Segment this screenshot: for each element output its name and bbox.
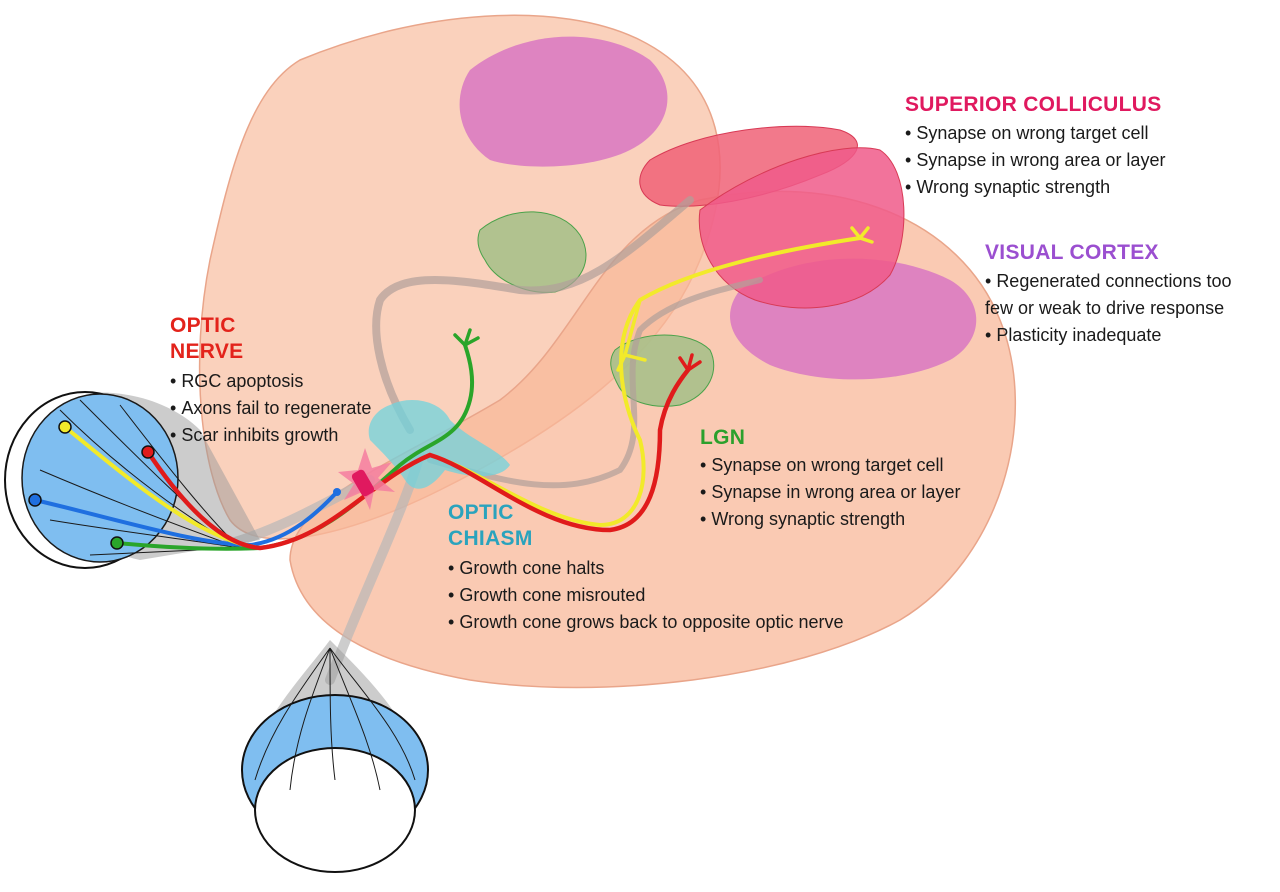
optic-nerve-title-line2: NERVE bbox=[170, 340, 244, 363]
list-item: Synapse on wrong target cell bbox=[700, 452, 960, 479]
list-item: Wrong synaptic strength bbox=[905, 174, 1165, 201]
visual-cortex-left bbox=[459, 36, 668, 167]
injury-scar bbox=[351, 469, 375, 497]
visual-cortex-title: VISUAL CORTEX bbox=[985, 241, 1159, 264]
red-growth-cone bbox=[678, 353, 702, 372]
blue-axon-cell bbox=[28, 493, 42, 507]
yellow-growth-cone-lgn bbox=[616, 298, 647, 372]
optic-chiasm-title-line2: CHIASM bbox=[448, 527, 533, 550]
list-item: Growth cone halts bbox=[448, 555, 844, 582]
list-item: Plasticity inadequate bbox=[985, 322, 1161, 349]
optic-chiasm-title: OPTIC CHIASM bbox=[448, 500, 533, 552]
superior-colliculus-title: SUPERIOR COLLICULUS bbox=[905, 93, 1162, 116]
list-item: RGC apoptosis bbox=[170, 368, 371, 395]
green-axon-cell bbox=[110, 536, 124, 550]
green-growth-cone bbox=[453, 328, 480, 347]
lgn-title: LGN bbox=[700, 426, 746, 449]
list-item: Wrong synaptic strength bbox=[700, 506, 960, 533]
list-item: Axons fail to regenerate bbox=[170, 395, 371, 422]
list-item: Scar inhibits growth bbox=[170, 422, 371, 449]
optic-chiasm-list: Growth cone halts Growth cone misrouted … bbox=[448, 555, 844, 636]
yellow-growth-cone-sc bbox=[850, 226, 874, 244]
right-eye bbox=[241, 640, 429, 873]
superior-colliculus-list: Synapse on wrong target cell Synapse in … bbox=[905, 120, 1165, 201]
blue-axon-tip bbox=[333, 488, 341, 496]
list-item: Growth cone misrouted bbox=[448, 582, 844, 609]
optic-nerve-title-line1: OPTIC bbox=[170, 314, 236, 337]
list-item: Synapse on wrong target cell bbox=[905, 120, 1165, 147]
visual-cortex-list-continuation: few or weak to drive response bbox=[985, 295, 1224, 322]
red-axon bbox=[145, 367, 691, 551]
visual-cortex-list-2: Plasticity inadequate bbox=[985, 322, 1161, 349]
red-axon-cell bbox=[141, 445, 155, 459]
lgn-list: Synapse on wrong target cell Synapse in … bbox=[700, 452, 960, 533]
optic-chiasm-title-line1: OPTIC bbox=[448, 501, 514, 524]
list-item: Growth cone grows back to opposite optic… bbox=[448, 609, 843, 636]
list-item-continuation: few or weak to drive response bbox=[985, 298, 1225, 318]
optic-nerve-title: OPTIC NERVE bbox=[170, 313, 243, 365]
visual-cortex-list: Regenerated connections too bbox=[985, 268, 1231, 295]
list-item: Synapse in wrong area or layer bbox=[700, 479, 960, 506]
list-item: Regenerated connections too bbox=[985, 268, 1231, 295]
list-item: Synapse in wrong area or layer bbox=[905, 147, 1165, 174]
optic-nerve-list: RGC apoptosis Axons fail to regenerate S… bbox=[170, 368, 371, 449]
yellow-axon-cell bbox=[58, 420, 72, 434]
